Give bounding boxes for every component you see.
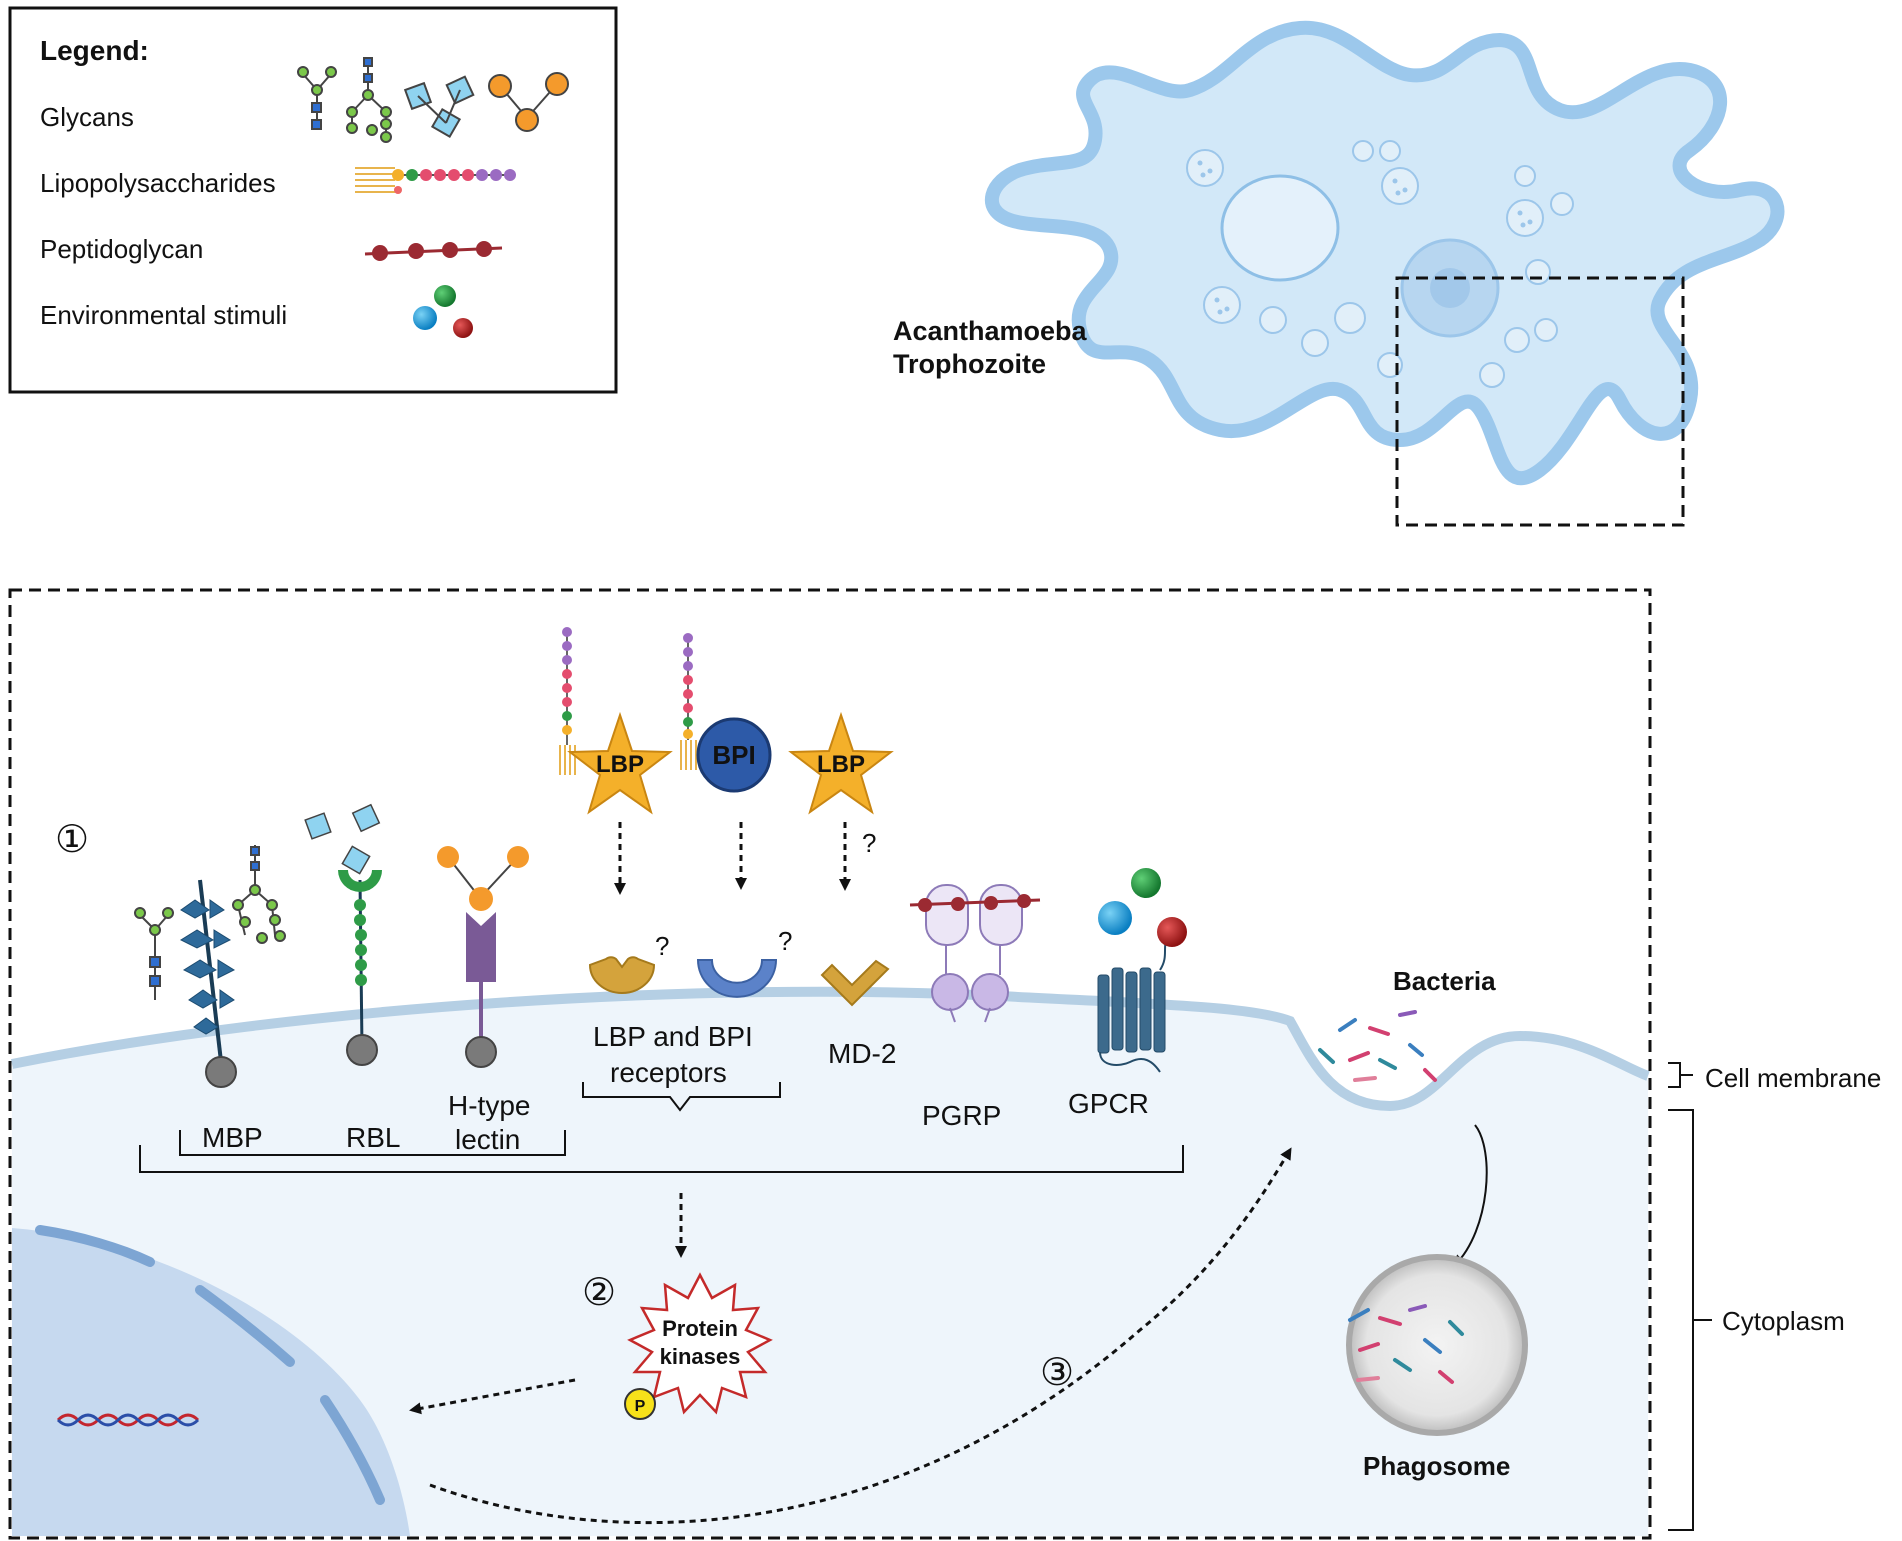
md2-receptor [820, 959, 890, 1007]
label-mbp: MBP [202, 1122, 263, 1153]
label-rbl: RBL [346, 1122, 400, 1153]
mbp-receptor [134, 845, 286, 1088]
cell-title-line1: Acanthamoeba [893, 316, 1088, 346]
gpcr-receptor [1097, 934, 1171, 1073]
lps-icon [355, 167, 516, 194]
label-cytoplasm: Cytoplasm [1722, 1306, 1845, 1336]
lbp-ligand-1: LBP [567, 711, 673, 815]
lbpbpi-bracket [582, 1082, 781, 1112]
question-lbp: ? [655, 931, 669, 961]
lbp-label-2: LBP [817, 751, 865, 778]
lbp-ligand-2: LBP [788, 711, 894, 815]
lbp-label-1: LBP [596, 751, 644, 778]
label-phagosome: Phagosome [1363, 1451, 1510, 1481]
rbl-receptor [304, 803, 382, 1066]
acanthamoeba-trophozoite: Acanthamoeba Trophozoite [893, 20, 1785, 527]
phospho-icon [624, 1388, 656, 1420]
label-lbpbpi-line1: LBP and BPI [593, 1021, 753, 1052]
receptor-group-bracket [139, 1145, 1184, 1173]
lps-chain-1 [559, 627, 576, 775]
lps-chain-2 [680, 633, 697, 770]
nucleus-arrow [409, 1378, 576, 1415]
legend-item-stimuli: Environmental stimuli [40, 300, 287, 330]
ligand-arrows [614, 822, 851, 895]
label-gpcr: GPCR [1068, 1088, 1149, 1119]
zoom-region-box [1395, 276, 1685, 527]
membrane-bracket [1668, 1062, 1693, 1088]
environmental-stimuli-icon [413, 285, 473, 338]
bpi-label: BPI [712, 740, 755, 770]
label-md2: MD-2 [828, 1038, 896, 1069]
phagocytosis-signal-arrow [429, 1147, 1292, 1525]
h-type-lectin-receptor [437, 846, 529, 1068]
phagocytosis-arrow [1452, 1124, 1488, 1268]
legend-box: Legend: Glycans Lipopolysaccharides Pept… [8, 6, 618, 394]
cytoplasm-bracket [1668, 1109, 1712, 1531]
lbp-receptor-shape [588, 956, 656, 994]
bacteria-cluster [1318, 1010, 1437, 1082]
legend-item-lps: Lipopolysaccharides [40, 168, 276, 198]
label-htype-line2: lectin [455, 1124, 520, 1155]
nucleus [12, 1228, 410, 1536]
label-pgrp: PGRP [922, 1100, 1001, 1131]
legend-title: Legend: [40, 35, 149, 66]
protein-kinases-burst: Protein kinases P [624, 1272, 773, 1420]
dna-icon [56, 1413, 200, 1427]
bpi-ligand: BPI [696, 717, 772, 793]
cell-membrane [11, 986, 1650, 1112]
step-1-marker: ① [55, 819, 89, 861]
kinases-label-line1: Protein [662, 1316, 738, 1341]
question-bpi: ? [778, 926, 792, 956]
label-htype-line1: H-type [448, 1090, 530, 1121]
label-cell-membrane: Cell membrane [1705, 1063, 1881, 1093]
kinases-label-line2: kinases [660, 1344, 741, 1369]
step-2-marker: ② [582, 1272, 616, 1314]
step-3-marker: ③ [1040, 1352, 1074, 1394]
cell-title-line2: Trophozoite [893, 349, 1046, 379]
stimuli-particles [1098, 868, 1187, 947]
legend-item-glycans: Glycans [40, 102, 134, 132]
phospho-label: P [635, 1398, 646, 1415]
label-lbpbpi-line2: receptors [610, 1057, 727, 1088]
glycan-icon [297, 57, 569, 143]
bpi-receptor-shape [696, 959, 778, 998]
legend-item-peptidoglycan: Peptidoglycan [40, 234, 203, 264]
question-md2: ? [862, 828, 876, 858]
pgrp-receptor [909, 884, 1041, 1023]
label-bacteria: Bacteria [1393, 966, 1496, 996]
peptidoglycan-icon [364, 241, 503, 261]
phagosome [1346, 1254, 1528, 1436]
lectin-group-bracket [179, 1130, 566, 1156]
